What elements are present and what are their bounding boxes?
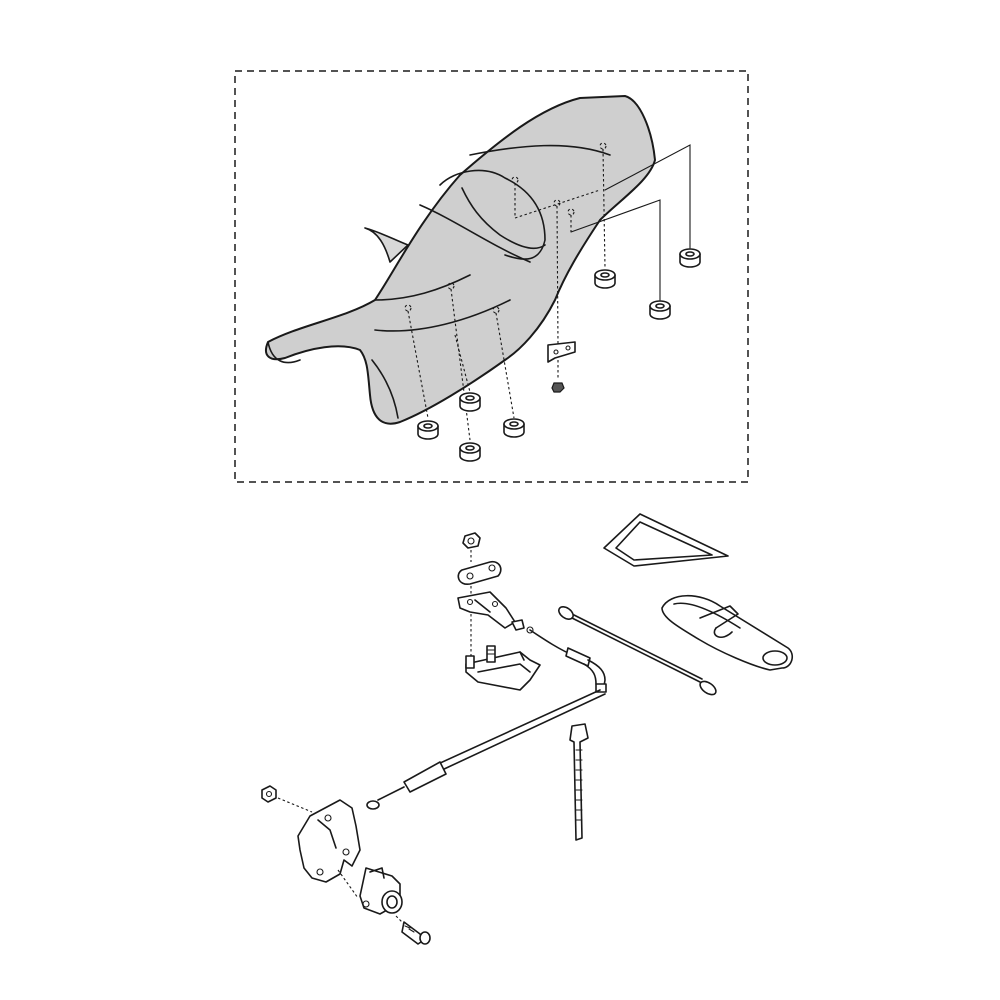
rubber-damper[interactable] <box>679 248 701 268</box>
rubber-damper[interactable] <box>459 392 481 412</box>
seat[interactable] <box>265 95 656 425</box>
seat-nut[interactable] <box>551 382 565 393</box>
rubber-damper[interactable] <box>503 418 525 438</box>
seat-bracket[interactable] <box>547 341 576 363</box>
cable-tie[interactable] <box>569 723 589 841</box>
rubber-damper[interactable] <box>459 442 481 462</box>
seat-lock-cylinder[interactable] <box>359 867 403 915</box>
seat-latch[interactable] <box>457 591 525 631</box>
triangle-pad[interactable] <box>603 513 729 567</box>
latch-base-bracket[interactable] <box>465 651 541 691</box>
helmet-wire[interactable] <box>557 604 719 697</box>
seat-kit-frame <box>234 70 749 483</box>
bolt[interactable] <box>261 785 277 803</box>
seat-solid-leaders <box>570 144 691 301</box>
rubber-damper[interactable] <box>417 420 439 440</box>
lock-bracket[interactable] <box>297 799 361 883</box>
flange-nut[interactable] <box>462 532 481 549</box>
rubber-damper[interactable] <box>649 300 671 320</box>
seat-release-cable[interactable] <box>366 626 607 810</box>
tool-bag[interactable] <box>661 595 794 671</box>
stud-bolt[interactable] <box>465 645 496 669</box>
screw[interactable] <box>401 921 431 945</box>
rubber-damper[interactable] <box>594 269 616 289</box>
latch-plate[interactable] <box>457 560 502 585</box>
seat-leader-lines <box>407 148 606 441</box>
